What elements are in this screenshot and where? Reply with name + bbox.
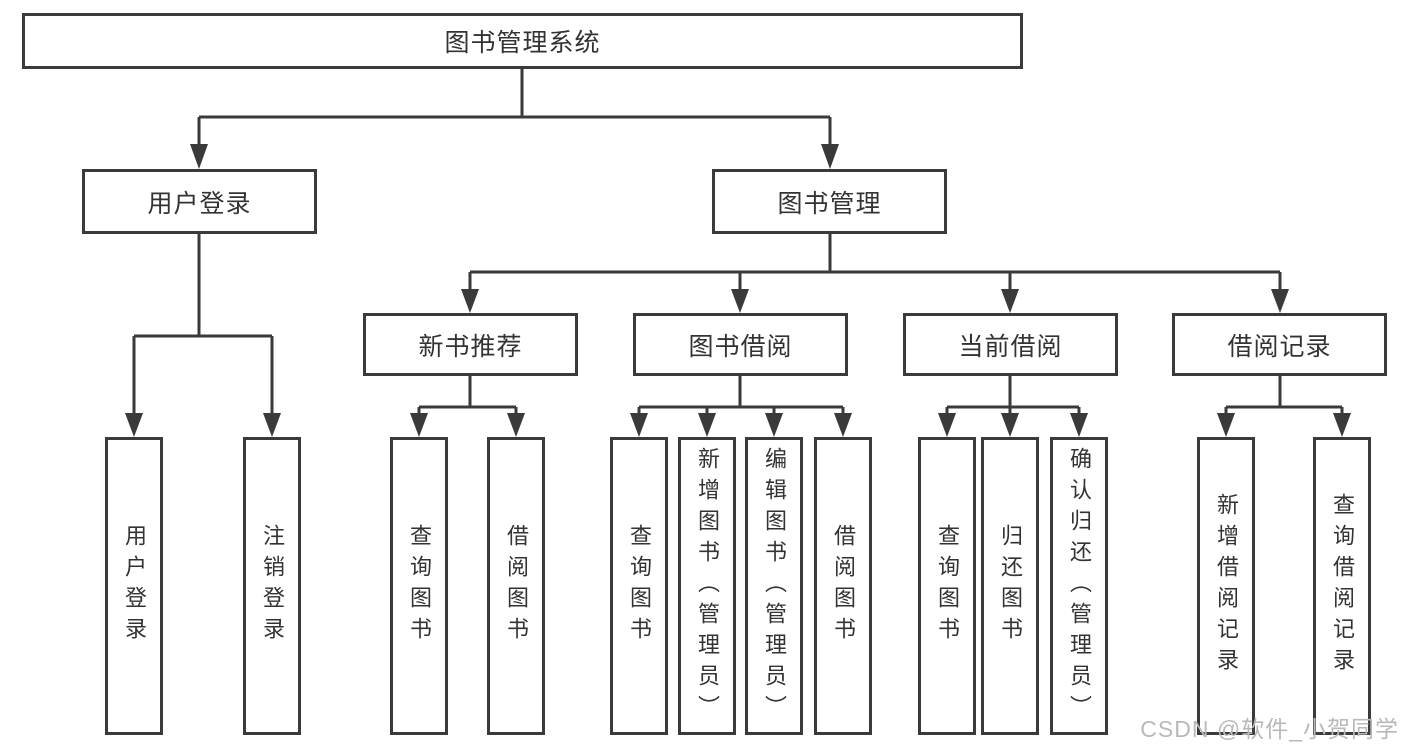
leaf-query-borrow-record: 查询借阅记录 — [1313, 437, 1371, 735]
node-borrow-records-label: 借阅记录 — [1227, 332, 1332, 361]
leaf-edit-book-admin: 编辑图书（管理员） — [745, 437, 803, 735]
node-book-borrow: 图书借阅 — [633, 313, 848, 376]
leaf-user-login-label: 用户登录 — [122, 524, 147, 648]
leaf-borrow-books: 借阅图书 — [814, 437, 872, 735]
leaf-query-books-recommend-label: 查询图书 — [407, 524, 432, 648]
connector-root-bus — [197, 69, 832, 146]
connector-book-mgmt-bus — [468, 234, 1282, 291]
leaf-query-borrow-record-label: 查询借阅记录 — [1330, 493, 1355, 679]
leaf-query-books-current: 查询图书 — [918, 437, 976, 735]
leaf-confirm-return-admin: 确认归还（管理员） — [1050, 437, 1108, 735]
node-current-borrow: 当前借阅 — [903, 313, 1118, 376]
leaf-logout: 注销登录 — [243, 437, 301, 735]
node-library-system: 图书管理系统 — [22, 13, 1023, 69]
leaf-edit-book-admin-label: 编辑图书（管理员） — [762, 446, 787, 726]
leaf-query-books-current-label: 查询图书 — [935, 524, 960, 648]
node-user-login-label: 用户登录 — [147, 189, 252, 218]
leaf-add-book-admin: 新增图书（管理员） — [678, 437, 736, 735]
node-library-system-label: 图书管理系统 — [444, 29, 601, 57]
leaf-logout-label: 注销登录 — [260, 524, 285, 648]
connector-user-login-bus — [132, 234, 274, 415]
connector-new-book-bus — [417, 376, 518, 415]
leaf-borrow-books-recommend-label: 借阅图书 — [504, 524, 529, 648]
leaf-borrow-books-label: 借阅图书 — [831, 524, 856, 648]
csdn-watermark: CSDN @软件_小贺同学 — [1140, 716, 1399, 742]
leaf-return-books: 归还图书 — [981, 437, 1039, 735]
connector-current-borrow-bus — [945, 376, 1081, 415]
node-new-book-recommend: 新书推荐 — [363, 313, 578, 376]
connector-borrow-records-bus — [1224, 376, 1344, 415]
leaf-borrow-books-recommend: 借阅图书 — [487, 437, 545, 735]
leaf-user-login: 用户登录 — [105, 437, 163, 735]
arrowheads — [125, 144, 1351, 437]
node-current-borrow-label: 当前借阅 — [958, 332, 1063, 361]
node-user-login: 用户登录 — [82, 169, 317, 234]
leaf-query-books-borrow-label: 查询图书 — [627, 524, 652, 648]
node-book-management-label: 图书管理 — [777, 189, 882, 218]
leaf-confirm-return-admin-label: 确认归还（管理员） — [1067, 446, 1092, 726]
node-borrow-records: 借阅记录 — [1172, 313, 1387, 376]
leaf-query-books-recommend: 查询图书 — [390, 437, 448, 735]
node-new-book-recommend-label: 新书推荐 — [418, 332, 523, 361]
leaf-query-books-borrow: 查询图书 — [610, 437, 668, 735]
node-book-management: 图书管理 — [712, 169, 947, 234]
leaf-add-borrow-record-label: 新增借阅记录 — [1214, 493, 1239, 679]
node-book-borrow-label: 图书借阅 — [688, 332, 793, 361]
leaf-return-books-label: 归还图书 — [998, 524, 1023, 648]
leaf-add-book-admin-label: 新增图书（管理员） — [695, 446, 720, 726]
leaf-add-borrow-record: 新增借阅记录 — [1197, 437, 1255, 735]
connector-book-borrow-bus — [637, 376, 845, 415]
